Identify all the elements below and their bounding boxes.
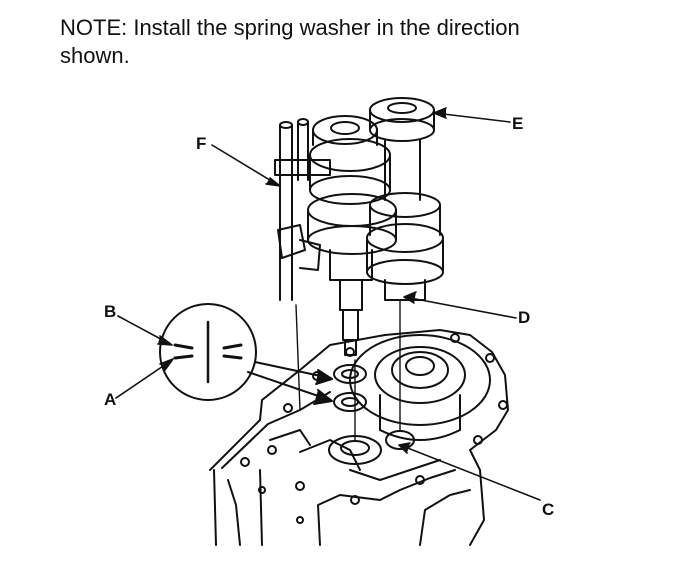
leader-lines (115, 107, 541, 501)
shift-fork-assembly (274, 118, 331, 301)
transmission-housing (209, 329, 509, 546)
label-e: E (512, 114, 524, 133)
label-d: D (518, 308, 531, 327)
label-a: A (104, 390, 117, 409)
label-b: B (104, 302, 117, 321)
alignment-guides (295, 299, 401, 441)
spring-washers (333, 364, 367, 412)
label-c: C (542, 500, 555, 519)
differential-bearing (349, 334, 491, 441)
label-f: F (196, 134, 207, 153)
inset-arrows (247, 361, 333, 405)
washer-detail-inset (159, 303, 257, 401)
note-line-1: NOTE: Install the spring washer in the d… (60, 15, 520, 40)
note-line-2: shown. (60, 43, 130, 68)
mainshaft-assembly (307, 115, 397, 356)
note-text: NOTE: Install the spring washer in the d… (60, 14, 660, 70)
countershaft-assembly (366, 97, 444, 301)
